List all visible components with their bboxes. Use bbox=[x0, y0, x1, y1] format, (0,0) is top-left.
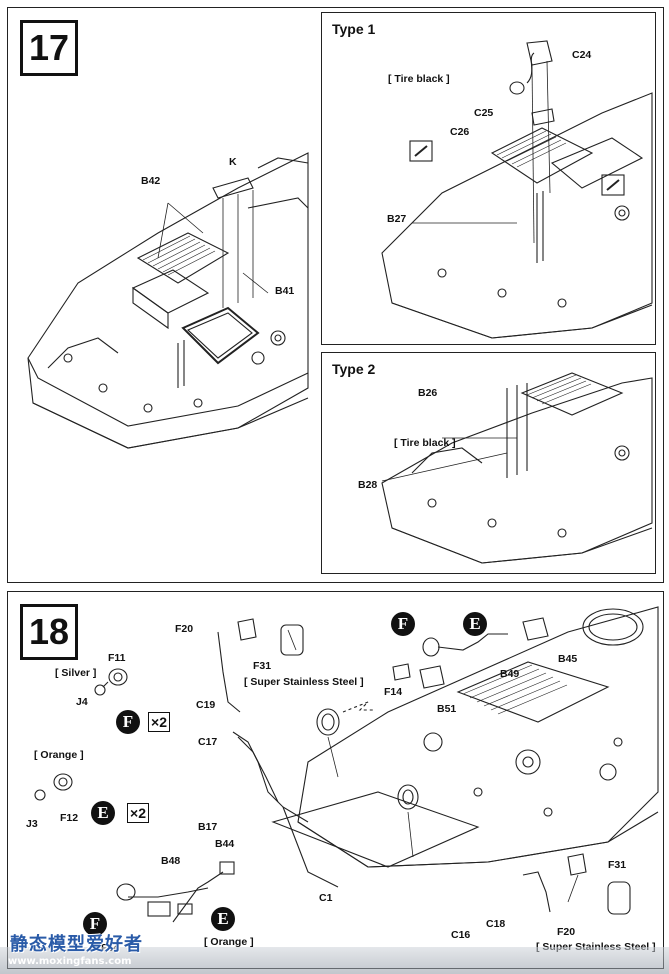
watermark-url: www.moxingfans.com bbox=[8, 956, 132, 967]
part-label-c19: C19 bbox=[196, 699, 216, 711]
type-1-title: Type 1 bbox=[332, 21, 376, 37]
part-label-c1: C1 bbox=[319, 892, 333, 904]
part-label-k: K bbox=[229, 156, 237, 168]
part-label-b48: B48 bbox=[161, 855, 181, 867]
paint-badge-f-silver: F bbox=[116, 710, 140, 734]
part-label-b45: B45 bbox=[558, 653, 578, 665]
part-label-c18: C18 bbox=[486, 918, 506, 930]
step-17-main-drawing bbox=[27, 152, 309, 449]
part-label-f14-mid: F14 bbox=[384, 686, 403, 698]
paint-orange-bottom: [ Orange ] bbox=[204, 936, 254, 948]
part-label-j3: J3 bbox=[26, 818, 38, 830]
type-2-title: Type 2 bbox=[332, 361, 376, 377]
step-number-18: 18 bbox=[20, 604, 78, 660]
paint-tire-black: [ Tire black ] bbox=[388, 73, 450, 85]
part-label-c17: C17 bbox=[198, 736, 218, 748]
part-label-f31-top: F31 bbox=[253, 660, 272, 672]
watermark-logo: 静态模型爱好者 bbox=[10, 934, 143, 955]
paint-orange-left: [ Orange ] bbox=[34, 749, 84, 761]
part-label-b44: B44 bbox=[215, 838, 235, 850]
type-2-drawing bbox=[381, 372, 653, 564]
part-label-c26: C26 bbox=[450, 126, 470, 138]
part-label-b41: B41 bbox=[275, 285, 295, 297]
type-1-drawing bbox=[381, 40, 653, 339]
part-label-b28: B28 bbox=[358, 479, 378, 491]
type-1-panel: Type 1 bbox=[321, 12, 656, 345]
part-label-f11: F11 bbox=[108, 652, 126, 664]
paint-badge-e-top: E bbox=[463, 612, 487, 636]
paint-super-stainless-top: [ Super Stainless Steel ] bbox=[244, 676, 364, 688]
paint-tire-black: [ Tire black ] bbox=[394, 437, 456, 449]
step-17-panel: 17 bbox=[7, 7, 664, 583]
part-label-c16: C16 bbox=[451, 929, 471, 941]
part-label-f20-top: F20 bbox=[175, 623, 194, 635]
watermark-bar bbox=[0, 947, 669, 974]
step-18-drawing bbox=[34, 606, 659, 923]
multiplier-box-e: ×2 bbox=[127, 803, 149, 823]
type-2-panel: Type 2 B26 [ Tire black ] B28 bbox=[321, 352, 656, 574]
step-number-17: 17 bbox=[20, 20, 78, 76]
part-label-c25: C25 bbox=[474, 107, 494, 119]
part-label-b42: B42 bbox=[141, 175, 161, 187]
paint-silver: [ Silver ] bbox=[55, 667, 97, 679]
step-18-panel: 18 bbox=[7, 591, 664, 969]
paint-badge-f-bottom: F bbox=[83, 912, 107, 936]
multiplier-box-f: ×2 bbox=[148, 712, 170, 732]
part-label-b27: B27 bbox=[387, 213, 407, 225]
part-label-b26: B26 bbox=[418, 387, 438, 399]
part-label-f31-bottom: F31 bbox=[608, 859, 627, 871]
paint-badge-e-bottom: E bbox=[211, 907, 235, 931]
part-label-c24: C24 bbox=[572, 49, 592, 61]
paint-badge-e-orange: E bbox=[91, 801, 115, 825]
part-label-f12: F12 bbox=[60, 812, 79, 824]
part-label-b17: B17 bbox=[198, 821, 218, 833]
part-label-b51: B51 bbox=[437, 703, 457, 715]
paint-badge-f-top: F bbox=[391, 612, 415, 636]
part-label-j4: J4 bbox=[76, 696, 88, 708]
part-label-b49: B49 bbox=[500, 668, 520, 680]
part-label-f20-bottom: F20 bbox=[557, 926, 576, 938]
